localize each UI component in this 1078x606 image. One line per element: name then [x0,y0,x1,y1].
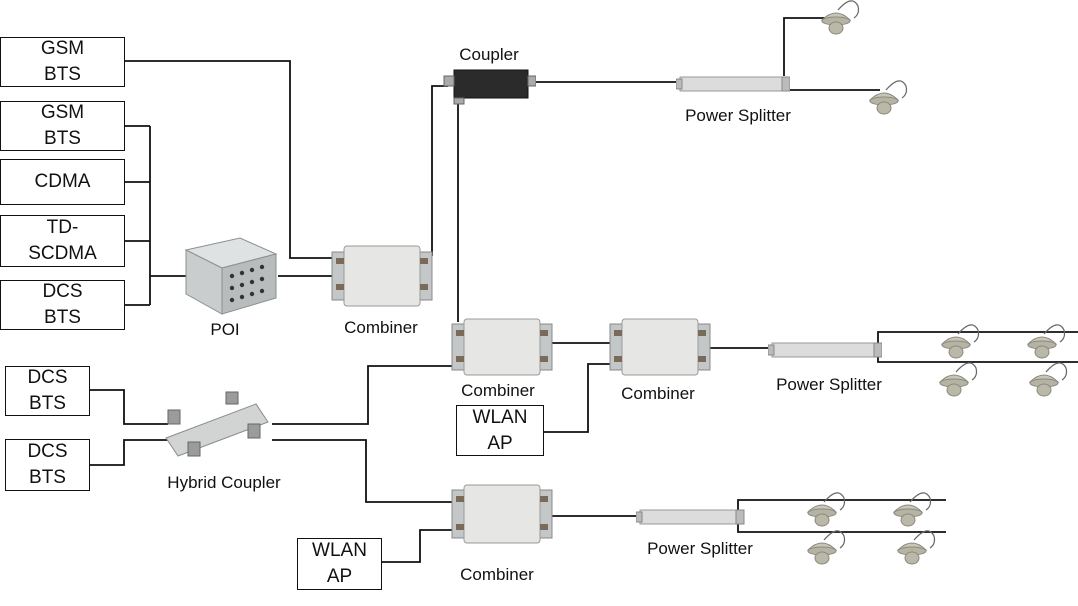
antenna-icon-bottom-1 [807,492,846,527]
combiner-top-device [331,245,433,307]
hybrid-coupler-label: Hybrid Coupler [167,473,281,492]
antenna-icon-mid-3 [939,362,978,397]
coupler-label: Coupler [459,45,519,64]
antenna-icon-mid-1 [941,324,980,359]
combiner-bottom-device [451,484,553,544]
combiner-mid-left-label: Combiner [461,381,535,400]
td-scdma-box: TD- SCDMA [0,215,125,267]
dcs-bts-box-3: DCS BTS [5,439,90,491]
power-splitter-bottom-label: Power Splitter [647,539,753,558]
wire-wlan1-combiner [544,363,612,433]
cdma-box: CDMA [0,159,125,205]
antenna-icon-top-2 [869,80,908,115]
power-splitter-mid-device [768,342,882,358]
antenna-icon-mid-2 [1027,324,1066,359]
poi-device [184,237,278,315]
wlan-ap-box-2: WLAN AP [297,538,382,590]
combiner-mid-left-device [451,318,553,376]
power-splitter-mid-label: Power Splitter [776,375,882,394]
combiner-mid-right-device [609,318,711,376]
power-splitter-top-label: Power Splitter [685,106,791,125]
power-splitter-bottom-device [636,509,745,525]
wire-hybrid-combiner-mid [272,365,454,425]
combiner-top-label: Combiner [344,318,418,337]
antenna-icon-bottom-3 [807,530,846,565]
power-splitter-top-device [676,76,790,92]
wire-dcs3-hybrid [90,439,168,466]
combiner-bottom-label: Combiner [460,565,534,584]
wire-gsm1-combiner [125,60,334,259]
wire-hybrid-combiner-bottom [272,439,454,503]
gsm-bts-box-1: GSM BTS [0,37,125,87]
dcs-bts-box-1: DCS BTS [0,280,125,330]
antenna-icon-top-1 [821,0,860,35]
wire-dcs2-hybrid [90,389,168,425]
wire-wlan2-combiner [382,529,454,563]
coupler-device [443,69,536,105]
antenna-icon-bottom-2 [893,492,932,527]
wire-splitter-ant1 [783,17,830,76]
hybrid-coupler-device [165,391,269,457]
wlan-ap-box-1: WLAN AP [456,405,544,456]
combiner-mid-right-label: Combiner [621,384,695,403]
gsm-bts-box-2: GSM BTS [0,101,125,151]
antenna-icon-mid-4 [1029,362,1068,397]
antenna-icon-bottom-4 [897,530,936,565]
poi-label: POI [210,320,240,339]
dcs-bts-box-2: DCS BTS [5,366,90,416]
